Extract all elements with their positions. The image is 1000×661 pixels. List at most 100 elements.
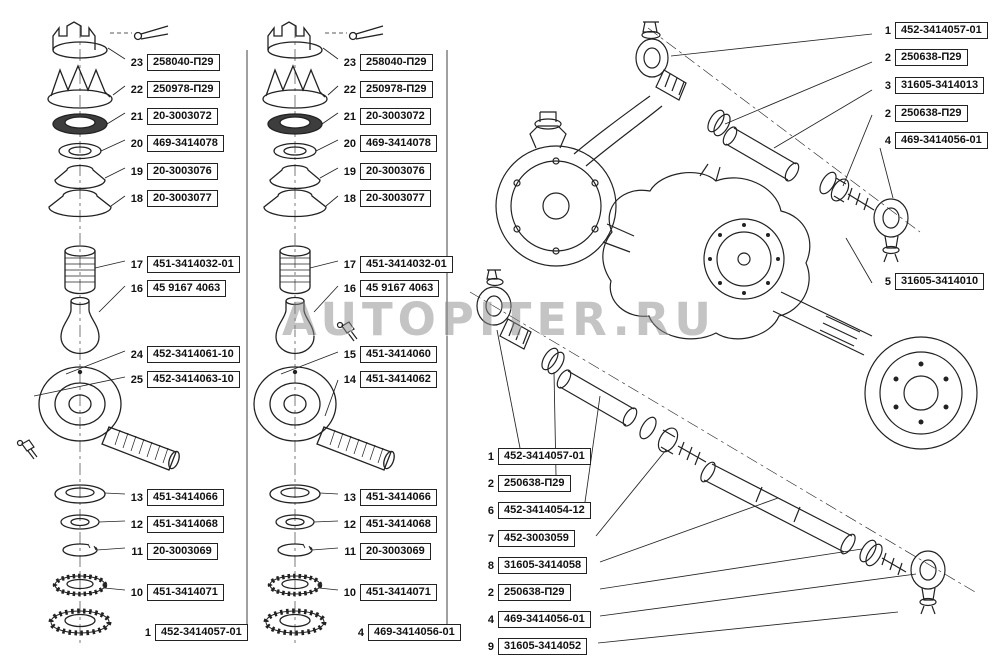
part-number: 469-3414056-01 xyxy=(895,132,988,149)
part-number: 250978-П29 xyxy=(360,81,433,98)
part-number: 451-3414068 xyxy=(147,516,224,533)
part-index: 11 xyxy=(131,545,143,558)
part-number: 20-3003076 xyxy=(360,163,431,180)
part-number: 20-3003077 xyxy=(147,190,218,207)
part-label: 2 250638-П29 xyxy=(875,49,968,66)
part-number: 452-3414061-10 xyxy=(147,346,240,363)
part-number: 451-3414032-01 xyxy=(147,256,240,273)
part-index: 10 xyxy=(343,586,356,599)
part-label: 4 469-3414056-01 xyxy=(478,611,591,628)
part-label: 4 469-3414056-01 xyxy=(348,624,461,641)
part-index: 15 xyxy=(343,348,356,361)
part-label: 4 469-3414056-01 xyxy=(875,132,988,149)
part-number: 250978-П29 xyxy=(147,81,220,98)
part-label: 16 45 9167 4063 xyxy=(340,280,440,297)
part-index: 5 xyxy=(884,275,891,288)
part-index: 17 xyxy=(343,258,356,271)
part-index: 1 xyxy=(144,626,151,639)
part-index: 16 xyxy=(343,282,356,295)
part-number: 452-3414063-10 xyxy=(147,371,240,388)
grease-fitting-middle xyxy=(336,321,358,342)
part-number: 469-3414078 xyxy=(360,135,437,152)
part-label: 22 250978-П29 xyxy=(340,81,433,98)
part-index: 18 xyxy=(343,192,356,205)
part-index: 16 xyxy=(130,282,143,295)
part-number: 31605-3414013 xyxy=(895,77,985,94)
part-index: 9 xyxy=(487,640,494,653)
part-number: 469-3414056-01 xyxy=(368,624,461,641)
part-number: 20-3003069 xyxy=(147,543,218,560)
part-label: 10 451-3414071 xyxy=(127,584,224,601)
part-index: 12 xyxy=(130,518,143,531)
part-index: 12 xyxy=(343,518,356,531)
part-number: 451-3414032-01 xyxy=(360,256,453,273)
part-number: 20-3003069 xyxy=(360,543,431,560)
part-index: 7 xyxy=(487,532,494,545)
part-index: 23 xyxy=(343,56,356,69)
part-number: 469-3414078 xyxy=(147,135,224,152)
part-index: 4 xyxy=(487,613,494,626)
part-index: 10 xyxy=(130,586,143,599)
part-index: 19 xyxy=(343,165,356,178)
part-index: 18 xyxy=(130,192,143,205)
grease-fitting-left xyxy=(16,439,38,460)
part-index: 19 xyxy=(130,165,143,178)
part-index: 22 xyxy=(130,83,143,96)
part-index: 23 xyxy=(130,56,143,69)
part-number: 451-3414071 xyxy=(147,584,224,601)
part-index: 4 xyxy=(357,626,364,639)
part-number: 31605-3414058 xyxy=(498,557,588,574)
part-number: 258040-П29 xyxy=(147,54,220,71)
part-number: 20-3003072 xyxy=(360,108,431,125)
part-index: 13 xyxy=(130,491,143,504)
part-index: 2 xyxy=(884,51,891,64)
part-index: 4 xyxy=(884,134,891,147)
part-label: 5 31605-3414010 xyxy=(875,273,985,290)
part-number: 451-3414066 xyxy=(360,489,437,506)
part-index: 2 xyxy=(487,586,494,599)
part-number: 451-3414071 xyxy=(360,584,437,601)
part-label: 19 20-3003076 xyxy=(127,163,218,180)
part-index: 2 xyxy=(884,107,891,120)
part-label: 12 451-3414068 xyxy=(127,516,224,533)
part-number: 31605-3414010 xyxy=(895,273,985,290)
part-label: 13 451-3414066 xyxy=(127,489,224,506)
part-number: 452-3414057-01 xyxy=(498,448,591,465)
part-number: 45 9167 4063 xyxy=(360,280,440,297)
part-number: 469-3414056-01 xyxy=(498,611,591,628)
part-label: 10 451-3414071 xyxy=(340,584,437,601)
part-index: 21 xyxy=(343,110,356,123)
part-label: 23 258040-П29 xyxy=(127,54,220,71)
part-label: 19 20-3003076 xyxy=(340,163,431,180)
part-index: 1 xyxy=(884,24,891,37)
part-number: 20-3003072 xyxy=(147,108,218,125)
axle-assembly xyxy=(495,95,978,450)
part-number: 451-3414066 xyxy=(147,489,224,506)
part-label: 18 20-3003077 xyxy=(127,190,218,207)
lower-tie-rod xyxy=(469,269,976,615)
part-number: 452-3414054-12 xyxy=(498,502,591,519)
part-number: 250638-П29 xyxy=(895,49,968,66)
part-index: 22 xyxy=(343,83,356,96)
part-number: 20-3003076 xyxy=(147,163,218,180)
part-label: 11 20-3003069 xyxy=(127,543,218,560)
